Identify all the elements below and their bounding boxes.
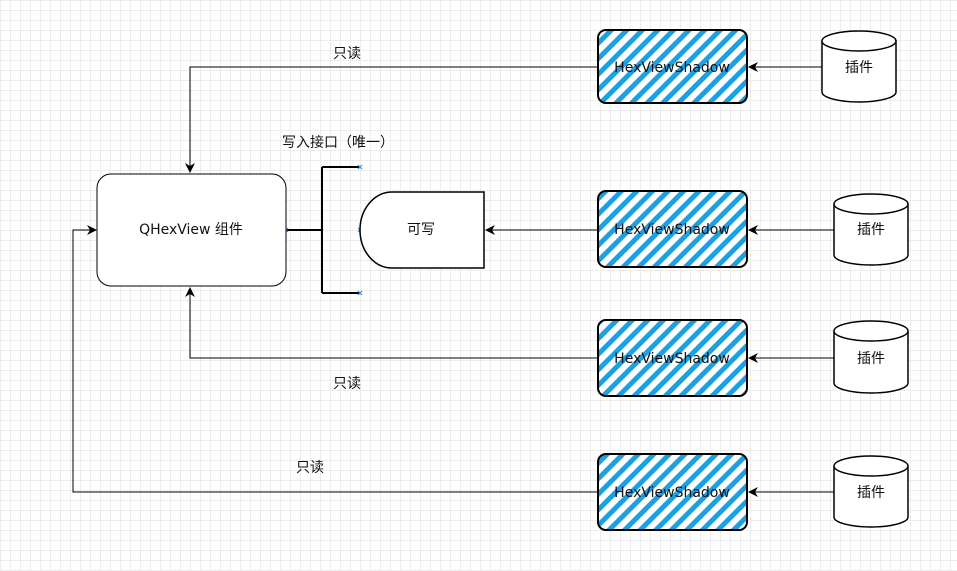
plugin-label-4: 插件: [857, 485, 885, 501]
plugin-database-node-2[interactable]: 插件: [833, 193, 909, 266]
hexviewshadow-node-4[interactable]: HexViewShadow: [597, 453, 748, 531]
plugin-database-node-3[interactable]: 插件: [833, 320, 909, 394]
write-interface-label: 写入接口（唯一）: [282, 134, 394, 151]
plugin-label-1: 插件: [845, 60, 873, 76]
plugin-label-3: 插件: [857, 351, 885, 367]
plugin-label-2: 插件: [857, 222, 885, 238]
hexviewshadow-node-3[interactable]: HexViewShadow: [597, 319, 748, 397]
hexviewshadow-node-1[interactable]: HexViewShadow: [597, 29, 748, 104]
edge-label-readonly-1: 只读: [333, 45, 361, 62]
hexviewshadow-label-4: HexViewShadow: [614, 485, 730, 501]
write-interface-bracket: [286, 166, 360, 294]
plugin-database-node-4[interactable]: 插件: [833, 455, 909, 528]
writable-gate-node[interactable]: 可写: [359, 191, 485, 269]
hexviewshadow-label-2: HexViewShadow: [614, 222, 730, 238]
qhexview-component-node[interactable]: QHexView 组件: [96, 173, 287, 287]
edge-label-readonly-3: 只读: [296, 459, 324, 476]
hexviewshadow-node-2[interactable]: HexViewShadow: [597, 190, 748, 268]
plugin-database-node-1[interactable]: 插件: [821, 30, 897, 103]
edge-shadow4-to-qhexview: [72, 225, 598, 493]
writable-gate-label: 可写: [407, 222, 435, 238]
hexviewshadow-label-3: HexViewShadow: [614, 351, 730, 367]
hexviewshadow-label-1: HexViewShadow: [614, 60, 730, 76]
edge-shadow1-to-qhexview: [185, 66, 598, 173]
qhexview-component-label: QHexView 组件: [139, 222, 243, 238]
edge-label-readonly-2: 只读: [333, 375, 361, 392]
edge-shadow3-to-qhexview: [185, 287, 598, 359]
